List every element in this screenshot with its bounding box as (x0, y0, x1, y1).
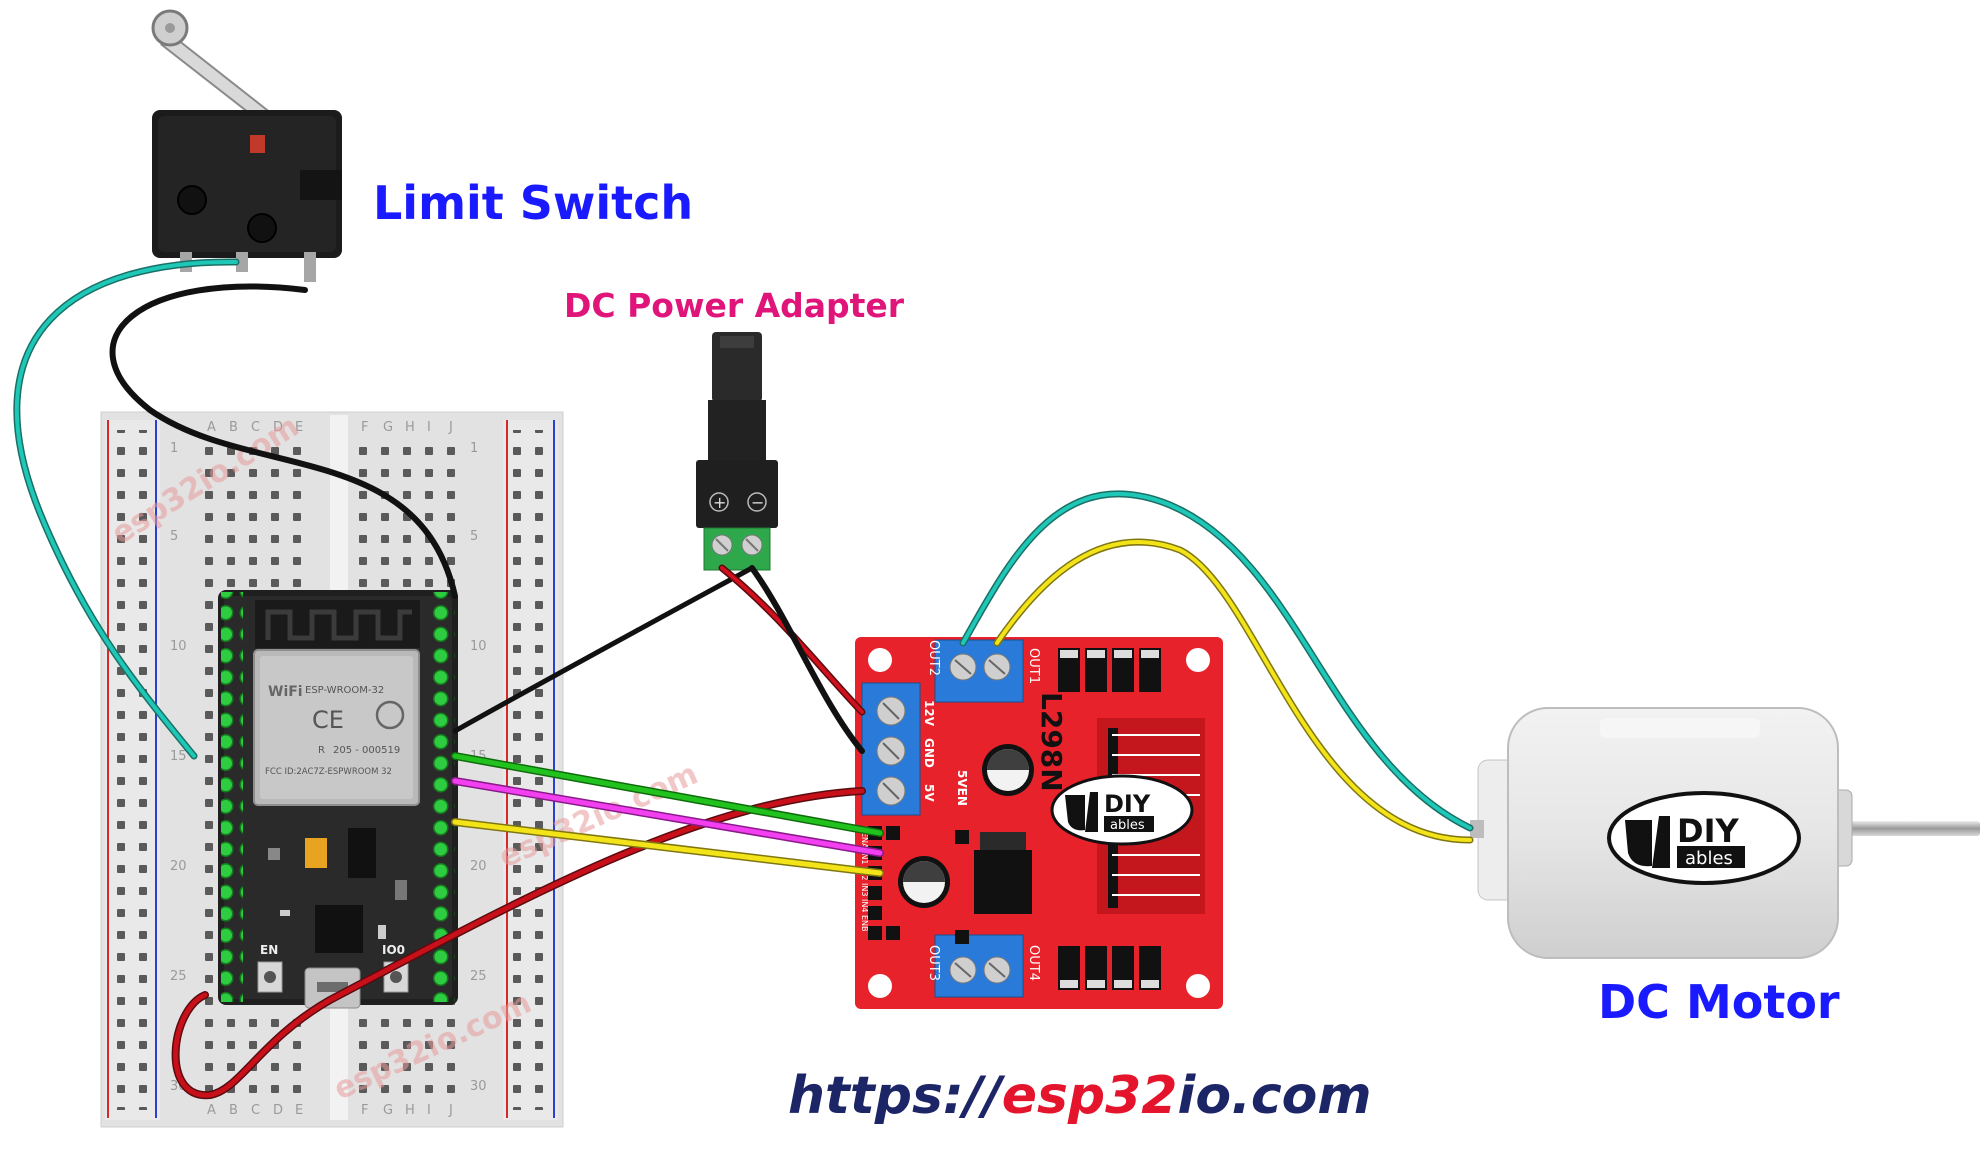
column-letter-h: H (405, 1103, 415, 1118)
motor-logo-text: DIY (1677, 812, 1739, 850)
driver-logo-sub: ables (1110, 818, 1145, 833)
out1-label: OUT1 (1026, 648, 1041, 684)
row-number-5-l: 5 (170, 529, 178, 544)
row-number-20-l: 20 (170, 859, 187, 874)
row-number-20-r: 20 (470, 859, 487, 874)
v12-label: 12V (922, 700, 936, 727)
row-number-5-r: 5 (470, 529, 478, 544)
column-letter-h: H (405, 420, 415, 435)
column-letter-g: G (383, 1103, 393, 1118)
out2-label: OUT2 (926, 640, 941, 676)
column-letter-b: B (229, 420, 238, 435)
out3-label: OUT3 (926, 945, 941, 981)
row-number-1-r: 1 (470, 441, 478, 456)
dc-power-adapter: + − (696, 332, 778, 571)
row-number-25-r: 25 (470, 969, 487, 984)
en-label: EN (260, 943, 278, 957)
column-letter-d: D (273, 420, 283, 435)
url-suffix: .com (1231, 1066, 1372, 1126)
row-number-1-l: 1 (170, 441, 178, 456)
column-letter-d: D (273, 1103, 283, 1118)
column-letter-g: G (383, 420, 393, 435)
url-prefix: https:// (788, 1066, 1002, 1126)
limit-switch-label: Limit Switch (373, 176, 694, 230)
url-brand-a: esp32 (1001, 1066, 1178, 1126)
io0-label: IO0 (382, 943, 405, 957)
driver-logo-text: DIY (1104, 790, 1151, 818)
adapter-minus: − (751, 493, 764, 512)
l298n-driver: L298N OUT1 OUT2 OUT3 OUT4 12V GND 5V 5VE… (855, 637, 1223, 1009)
adapter-plus: + (713, 493, 726, 512)
website-url[interactable]: https://esp32io.com (788, 1066, 1372, 1126)
wire-switch-black (109, 283, 458, 599)
dc-motor: DIY ables (1470, 707, 1980, 959)
column-letter-f: F (361, 420, 368, 435)
url-brand-b: io (1177, 1066, 1232, 1126)
column-letter-e: E (295, 420, 303, 435)
column-letter-j: J (448, 420, 453, 435)
column-letter-a: A (207, 1103, 216, 1118)
column-letter-b: B (229, 1103, 238, 1118)
column-letter-c: C (251, 420, 260, 435)
espressif-logo (375, 700, 405, 730)
ce-mark: CE (312, 706, 344, 734)
column-letter-j: J (448, 1103, 453, 1118)
column-letter-e: E (295, 1103, 303, 1118)
limit-switch (151, 9, 342, 282)
power-adapter-label: DC Power Adapter (564, 286, 905, 325)
column-letter-f: F (361, 1103, 368, 1118)
chip-label: L298N (1035, 692, 1068, 792)
column-letter-i: I (427, 420, 431, 435)
wire-gnd-black (452, 565, 755, 734)
esp32-board: WiFi ESP-WROOM-32 CE R 205 - 000519 FCC … (218, 590, 458, 1009)
row-number-10-l: 10 (170, 639, 187, 654)
wifi-logo: WiFi (268, 684, 303, 700)
module-name: ESP-WROOM-32 (305, 685, 384, 696)
row-number-10-r: 10 (470, 639, 487, 654)
fcc-id: FCC ID:2AC7Z-ESPWROOM 32 (265, 767, 392, 777)
dc-motor-label: DC Motor (1598, 975, 1840, 1029)
motor-shaft (1830, 821, 1980, 836)
row-number-30-r: 30 (470, 1079, 487, 1094)
gnd-label: GND (922, 738, 936, 768)
row-number-25-l: 25 (170, 969, 187, 984)
wire-adapter-black (749, 565, 865, 754)
antenna-trace (265, 609, 412, 641)
cert-r-mark: R (318, 745, 325, 756)
pin-labels: ENA IN1 IN2 IN3 IN4 ENB (860, 832, 869, 932)
diyables-logo-motor: DIY ables (1607, 791, 1801, 885)
wires (13, 258, 1474, 1100)
v5-label: 5V (922, 784, 936, 802)
column-letter-a: A (207, 420, 216, 435)
cert-code: 205 - 000519 (333, 745, 400, 756)
column-letter-c: C (251, 1103, 260, 1118)
v5en-label: 5VEN (955, 770, 969, 806)
row-number-15-l: 15 (170, 749, 187, 764)
column-letter-i: I (427, 1103, 431, 1118)
out4-label: OUT4 (1026, 945, 1041, 981)
motor-logo-sub: ables (1685, 848, 1733, 869)
diyables-logo-driver: DIY ables (1050, 774, 1194, 846)
